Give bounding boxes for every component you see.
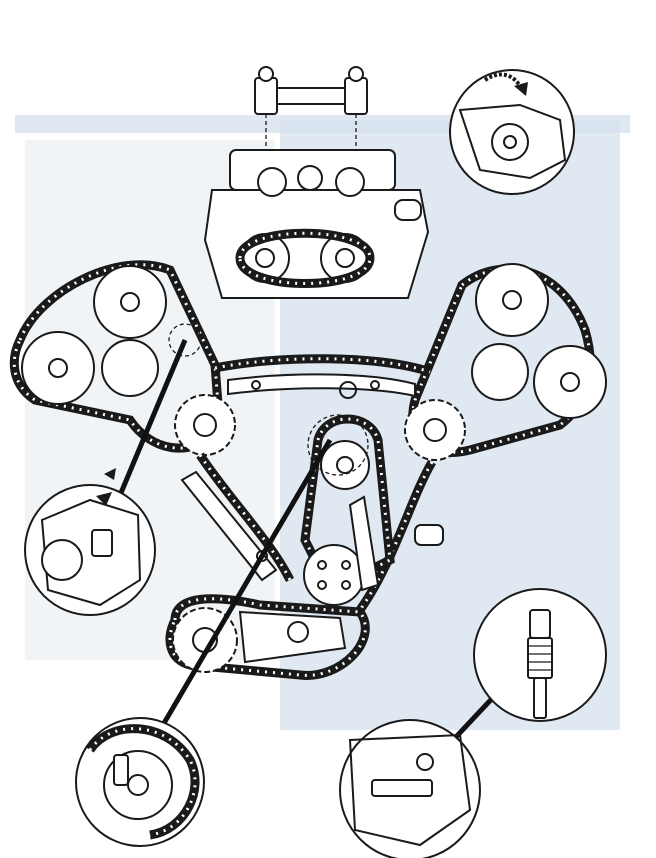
- right-cam-sprocket-exhaust: [533, 345, 607, 419]
- left-tensioner-bolt: [256, 550, 268, 562]
- intake-stub: [394, 199, 422, 221]
- detail-top-right-casting: [458, 103, 567, 180]
- right-cam-sprocket-intake: [475, 263, 549, 337]
- left-bank: [9, 260, 236, 456]
- upper-cross-chain-links: [214, 357, 431, 374]
- detail-top-right-hub: [503, 135, 517, 149]
- cylinder-head-assembly: [203, 66, 430, 299]
- lower-chain-links: [168, 597, 367, 677]
- lower-guide-rail: [238, 610, 347, 664]
- tool-bolt-left: [258, 66, 274, 82]
- pin-tool-thread: [527, 637, 553, 679]
- pin-tool-shank: [533, 677, 547, 719]
- tool-bolt-right: [348, 66, 364, 82]
- upper-guide-rail: [227, 373, 416, 398]
- detail-bottom-right-slot: [371, 779, 433, 797]
- oil-pump-hole-3: [317, 580, 327, 590]
- arrow-icon: [514, 82, 528, 96]
- detail-right-pin: [473, 588, 607, 722]
- detail-left-bore: [41, 539, 83, 581]
- balance-detail-marker: [307, 414, 369, 476]
- detail-bottom-right: [339, 719, 481, 858]
- left-cam-hub-intake: [120, 292, 140, 312]
- locking-tool-right-block: [344, 77, 368, 115]
- central-drive: [165, 354, 444, 680]
- detail-left: [24, 484, 156, 616]
- cam-center-lobe: [297, 165, 323, 191]
- left-cam-sprocket-intake: [93, 265, 167, 339]
- cam-lobe-left: [257, 167, 287, 197]
- balance-chain: [300, 414, 395, 597]
- lower-guide-hole: [287, 621, 309, 643]
- left-idler-hub: [193, 413, 217, 437]
- oil-pump-sprocket: [303, 544, 365, 606]
- tensioner-arrow-icon: [104, 468, 116, 480]
- detail-bottom-right-plug: [416, 753, 434, 771]
- left-cam-hub-exhaust: [48, 358, 68, 378]
- balance-hub: [336, 456, 354, 474]
- right-cam-gear: [471, 343, 529, 401]
- right-drive-chain: [356, 459, 436, 613]
- detail-left-casting: [40, 498, 142, 607]
- left-cam-sprocket-exhaust: [21, 331, 95, 405]
- right-idler-hub: [423, 418, 447, 442]
- locking-tool-left-block: [254, 77, 278, 115]
- cam-hub-right-top: [335, 248, 355, 268]
- left-tensioner-rail: [180, 470, 278, 582]
- right-cam-hub-exhaust: [560, 372, 580, 392]
- right-bank: [404, 263, 607, 461]
- guide-bolt-b: [370, 380, 380, 390]
- guide-bolt-a: [251, 380, 261, 390]
- detail-bottom-left: [75, 717, 205, 847]
- right-tensioner-rail: [348, 495, 380, 592]
- detail-bottom-left-pin: [113, 754, 129, 786]
- oil-pump-hole-4: [341, 580, 351, 590]
- leader-to-bottom-detail: [157, 438, 333, 732]
- detail-top-right: [449, 69, 575, 195]
- detail-left-arrow-icon: [96, 492, 112, 506]
- detail-bottom-left-chain-links: [88, 727, 197, 837]
- detail-left-frame: [24, 484, 156, 616]
- left-detail-marker: [168, 323, 202, 357]
- oil-pump-hole-1: [317, 560, 327, 570]
- left-cam-gear: [101, 339, 159, 397]
- head-chain-links: [238, 231, 372, 285]
- detail-bottom-right-casting: [348, 733, 472, 847]
- tensioner-body: [414, 524, 444, 546]
- cam-lobe-right: [335, 167, 365, 197]
- right-cam-hub-intake: [502, 290, 522, 310]
- right-idler-sprocket: [404, 399, 466, 461]
- left-drive-chain-links: [198, 454, 292, 581]
- cam-hub-left-top: [255, 248, 275, 268]
- oil-pump-hole-2: [341, 560, 351, 570]
- detail-top-right-sprocket: [491, 123, 529, 161]
- guide-bolt-c: [339, 381, 357, 399]
- balance-sprocket: [320, 440, 370, 490]
- pin-tool-head: [529, 609, 551, 639]
- detail-left-pin: [91, 529, 113, 557]
- left-idler-sprocket: [174, 394, 236, 456]
- leader-to-left-detail: [115, 339, 188, 501]
